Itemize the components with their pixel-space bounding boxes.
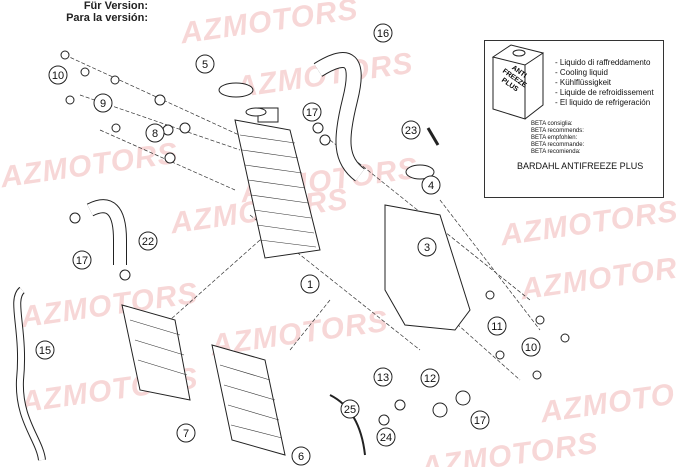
svg-text:12: 12: [424, 373, 436, 385]
callout-17: 17: [302, 102, 322, 122]
brand-label: BARDAHL ANTIFREEZE PLUS: [517, 161, 644, 171]
callout-24: 24: [376, 427, 396, 447]
callout-3: 3: [417, 237, 437, 257]
antifreeze-can-icon: [491, 44, 545, 120]
svg-text:1: 1: [307, 279, 313, 291]
svg-text:10: 10: [52, 70, 64, 82]
expansion-tank: [384, 204, 471, 331]
callout-10: 10: [48, 65, 68, 85]
svg-text:3: 3: [424, 242, 430, 254]
clip: [426, 127, 440, 146]
callout-9: 9: [93, 93, 113, 113]
callout-17: 17: [470, 410, 490, 430]
callout-12: 12: [420, 368, 440, 388]
svg-text:22: 22: [142, 236, 154, 248]
coolant-legend: ANTI FREEZE PLUS - Liquido di raffreddam…: [484, 40, 664, 198]
legend-line: - Cooling liquid: [555, 68, 608, 77]
legend-line: - Kühlflüssigkeit: [555, 78, 612, 87]
svg-text:11: 11: [491, 321, 502, 333]
beta-line: BETA consiglia:: [531, 121, 573, 127]
legend-line: - El liquido de refrigeración: [555, 98, 651, 107]
beta-line: BETA empfohlen:: [531, 135, 578, 141]
callout-6: 6: [291, 446, 311, 466]
callout-8: 8: [145, 123, 165, 143]
svg-text:17: 17: [474, 415, 486, 427]
callout-5: 5: [195, 54, 215, 74]
beta-line: BETA recomienda:: [531, 149, 581, 155]
svg-text:8: 8: [152, 128, 158, 140]
callout-7: 7: [176, 423, 196, 443]
svg-text:10: 10: [525, 342, 537, 354]
svg-text:17: 17: [76, 255, 88, 267]
version-label-es: Para la versión:: [66, 12, 148, 24]
radiator-grille: [211, 344, 286, 456]
callout-10: 10: [521, 337, 541, 357]
svg-text:5: 5: [202, 59, 208, 71]
svg-text:17: 17: [306, 107, 318, 119]
legend-line: - Liquido di raffreddamento: [555, 58, 651, 67]
version-label-de: Für Version:: [83, 0, 148, 12]
svg-text:25: 25: [344, 404, 356, 416]
callout-25: 25: [340, 399, 360, 419]
beta-line: BETA recommande:: [531, 142, 585, 148]
callout-17: 17: [72, 250, 92, 270]
svg-text:4: 4: [428, 180, 434, 192]
callout-11: 11: [487, 316, 507, 336]
svg-text:7: 7: [183, 428, 189, 440]
svg-text:23: 23: [405, 125, 417, 137]
beta-line: BETA recommends:: [531, 128, 584, 134]
callout-16: 16: [373, 23, 393, 43]
svg-text:15: 15: [39, 345, 51, 357]
svg-text:16: 16: [377, 28, 389, 40]
svg-text:6: 6: [298, 451, 304, 463]
legend-line: - Liquide de refroidissement: [555, 88, 654, 97]
radiator: [234, 107, 321, 259]
callout-4: 4: [421, 175, 441, 195]
svg-text:24: 24: [380, 432, 392, 444]
callout-23: 23: [401, 120, 421, 140]
radiator-cap: [218, 82, 254, 98]
radiator-shroud: [121, 304, 191, 401]
svg-text:9: 9: [100, 98, 106, 110]
callout-1: 1: [300, 274, 320, 294]
svg-text:13: 13: [377, 372, 389, 384]
callout-15: 15: [35, 340, 55, 360]
callout-13: 13: [373, 367, 393, 387]
callout-22: 22: [138, 231, 158, 251]
tank-cap: [405, 164, 435, 180]
